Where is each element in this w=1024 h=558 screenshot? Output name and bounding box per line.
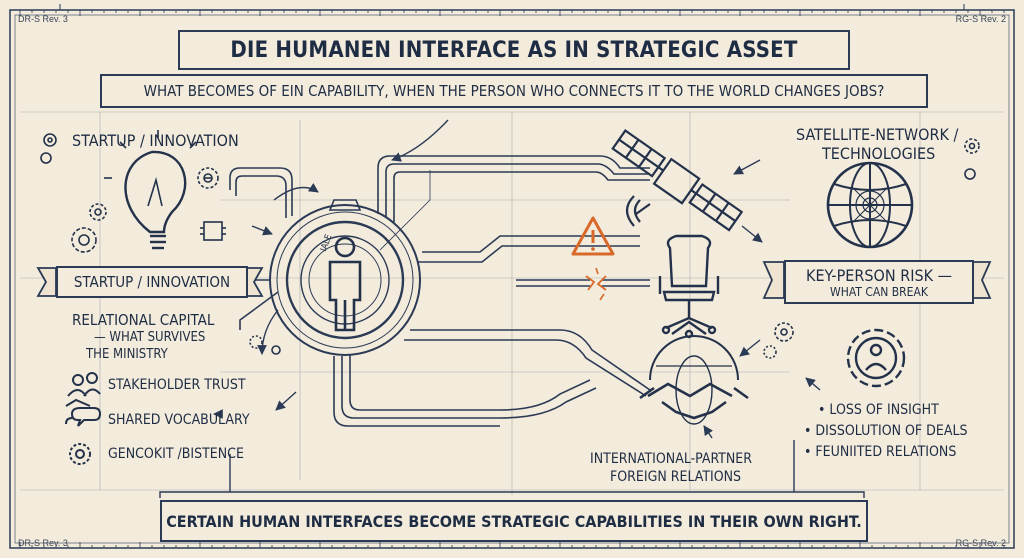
corner-label-top-left: DR-S Rev. 3 [18,14,68,24]
banner-tails [36,261,992,299]
lightbulb-icon [104,130,212,250]
subtitle-box: WHAT BECOMES OF EIN CAPABILITY, WHEN THE… [100,74,928,108]
flow-arrows [213,119,821,439]
gear-icons-right [763,138,980,359]
person-icon [328,236,362,332]
partner-label-line2: FOREIGN RELATIONS [610,469,742,485]
corner-label-bottom-right: RG-S Rev. 2 [955,538,1006,548]
broken-cable [516,267,650,301]
footer-box: CERTAIN HUMAN INTERFACES BECOME STRATEGI… [160,500,868,542]
relational-capital-sub2: THE MINISTRY [86,347,168,362]
connection-pipes [222,155,651,427]
globe-network-icon [826,161,914,249]
risk-bullet-1: • LOSS OF INSIGHT [818,402,939,418]
hub-rings [269,199,421,356]
warning-icon [571,216,615,256]
empty-chair-icon [658,234,720,339]
list-item-shared-vocabulary: SHARED VOCABULARY [108,412,250,428]
right-heading-line1: SATELLITE-NETWORK / [796,125,959,144]
right-heading-line2: TECHNOLOGIES [822,144,936,163]
list-item-stakeholder-trust: STAKEHOLDER TRUST [108,377,246,393]
left-banner: STARTUP / INNOVATION [56,266,248,298]
risk-bullet-2: • DISSOLUTION OF DEALS [804,423,968,439]
risk-banner: KEY-PERSON RISK — WHAT CAN BREAK [784,260,974,304]
risk-bullet-3: • FEUNIITED RELATIONS [804,444,957,460]
relational-capital-title: RELATIONAL CAPITAL [72,311,215,329]
list-item-label: GENCOKIT /BISTENCE [108,446,244,462]
left-banner-label: STARTUP / INNOVATION [73,273,231,291]
left-heading: STARTUP / INNOVATION [72,131,239,150]
title-box: DIE HUMANEN INTERFACE AS IN STRATEGIC AS… [178,30,850,70]
partner-label-line1: INTERNATIONAL-PARTNER [590,451,752,467]
list-icons [65,372,102,465]
corner-label-top-right: RG-S Rev. 2 [955,14,1006,24]
list-item-label: SHARED VOCABULARY [108,412,250,428]
corner-label-bottom-left: DR-S Rev. 3 [18,538,68,548]
list-item-gencokit: GENCOKIT /BISTENCE [108,446,244,462]
risk-title: KEY-PERSON RISK — [806,265,952,285]
page-subtitle: WHAT BECOMES OF EIN CAPABILITY, WHEN THE… [143,82,885,100]
handshake-globe-icon [639,335,749,425]
list-item-label: STAKEHOLDER TRUST [108,377,246,393]
footer-brace [159,440,865,498]
relational-capital-sub1: — WHAT SURVIVES [94,330,206,345]
footer-statement: CERTAIN HUMAN INTERFACES BECOME STRATEGI… [166,511,862,531]
risk-subtitle: WHAT CAN BREAK [830,284,928,299]
ruler-ticks [19,10,1005,548]
page-title: DIE HUMANEN INTERFACE AS IN STRATEGIC AS… [230,37,798,63]
gear-icons-left [40,133,281,355]
gear-person-icon [846,328,906,388]
satellite-icon [611,129,744,232]
